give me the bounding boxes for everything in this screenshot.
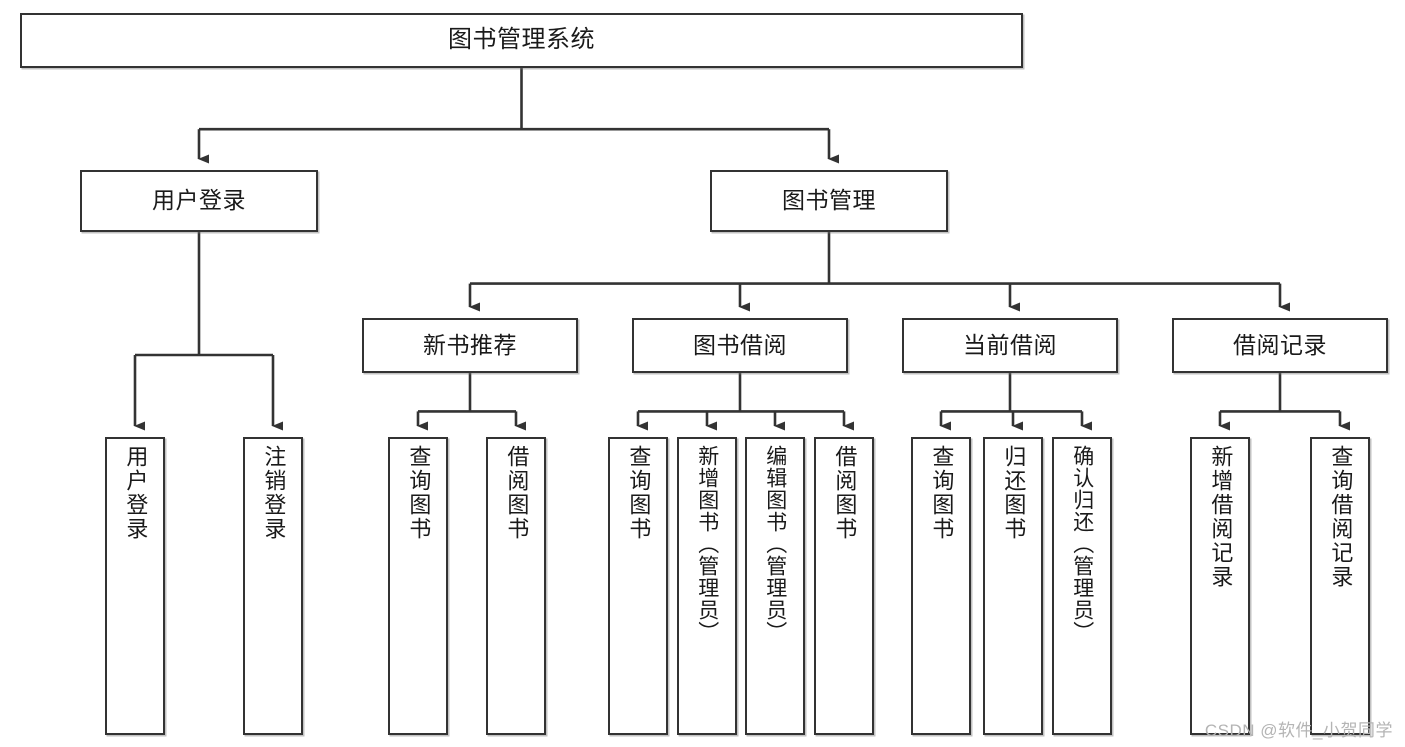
- node-leaf-cur-3[interactable]: 确认归还（管理员）: [1052, 437, 1112, 735]
- node-leaf-bor-1[interactable]: 查询图书: [608, 437, 668, 735]
- node-label: 注销登录: [261, 445, 287, 541]
- node-leaf-login-1[interactable]: 用户登录: [105, 437, 165, 735]
- node-label: 查询图书: [626, 445, 652, 541]
- node-label: 借阅图书: [832, 445, 858, 541]
- node-root[interactable]: 图书管理系统: [20, 13, 1023, 68]
- node-label: 图书管理: [782, 187, 876, 214]
- node-label: 编辑图书（管理员）: [763, 445, 787, 643]
- watermark-label: CSDN @软件_小贺同学: [1204, 721, 1393, 740]
- node-label: 用户登录: [123, 445, 149, 541]
- node-leaf-rec-1[interactable]: 新增借阅记录: [1190, 437, 1250, 735]
- node-label: 新书推荐: [423, 331, 517, 358]
- node-login[interactable]: 用户登录: [80, 170, 318, 232]
- node-label: 借阅记录: [1233, 331, 1327, 358]
- node-bookmgmt[interactable]: 图书管理: [710, 170, 948, 232]
- node-records[interactable]: 借阅记录: [1172, 318, 1388, 373]
- node-current[interactable]: 当前借阅: [902, 318, 1118, 373]
- node-label: 新增借阅记录: [1208, 445, 1234, 589]
- node-leaf-login-2[interactable]: 注销登录: [243, 437, 303, 735]
- node-label: 图书管理系统: [448, 26, 595, 54]
- node-label: 用户登录: [152, 187, 246, 214]
- node-label: 查询图书: [406, 445, 432, 541]
- node-leaf-cur-2[interactable]: 归还图书: [983, 437, 1043, 735]
- node-label: 借阅图书: [504, 445, 530, 541]
- node-label: 图书借阅: [693, 331, 787, 358]
- node-label: 归还图书: [1001, 445, 1027, 541]
- node-leaf-bor-3[interactable]: 编辑图书（管理员）: [745, 437, 805, 735]
- node-label: 新增图书（管理员）: [695, 445, 719, 643]
- node-label: 确认归还（管理员）: [1070, 445, 1094, 643]
- node-borrow[interactable]: 图书借阅: [632, 318, 848, 373]
- node-leaf-cur-1[interactable]: 查询图书: [911, 437, 971, 735]
- node-leaf-rec-2[interactable]: 查询借阅记录: [1310, 437, 1370, 735]
- node-leaf-new-1[interactable]: 查询图书: [388, 437, 448, 735]
- node-label: 查询借阅记录: [1328, 445, 1354, 589]
- node-newbook[interactable]: 新书推荐: [362, 318, 578, 373]
- node-leaf-bor-2[interactable]: 新增图书（管理员）: [677, 437, 737, 735]
- node-label: 查询图书: [929, 445, 955, 541]
- node-leaf-bor-4[interactable]: 借阅图书: [814, 437, 874, 735]
- node-label: 当前借阅: [963, 331, 1057, 358]
- node-leaf-new-2[interactable]: 借阅图书: [486, 437, 546, 735]
